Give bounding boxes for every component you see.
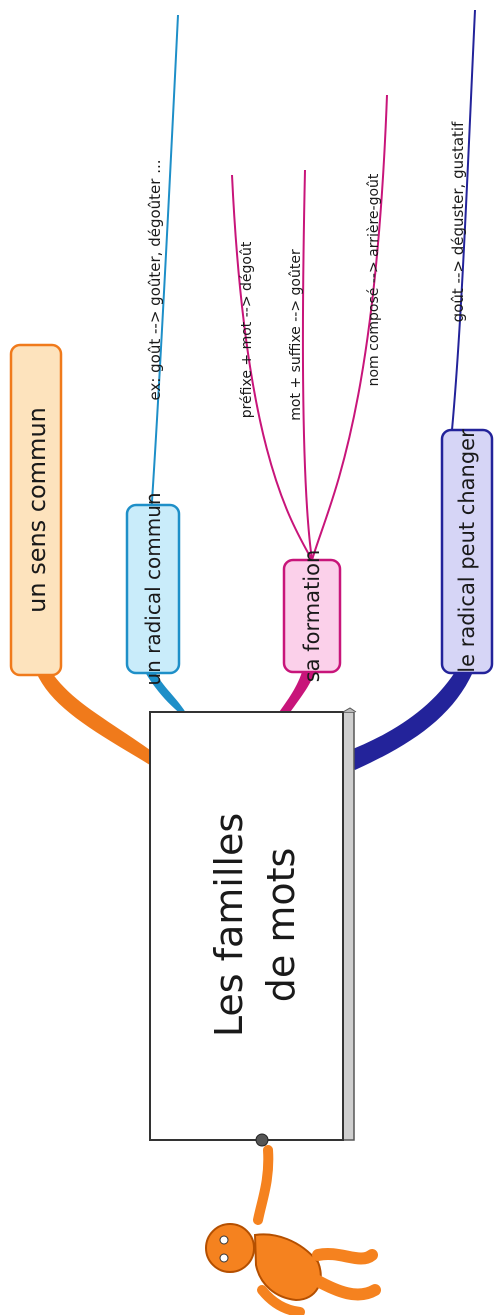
sub-branch-line-compose bbox=[311, 94, 388, 561]
central-title-line2: de mots bbox=[259, 848, 303, 1003]
central-board bbox=[149, 707, 357, 1141]
example-radical-change-text: goût --> déguster, gustatif bbox=[449, 121, 467, 322]
example-compose-text: nom composé --> arrière-goût bbox=[366, 173, 382, 386]
sub-branch-line-radical-change-example bbox=[451, 9, 476, 431]
sub-branch-line-prefixe bbox=[231, 174, 313, 561]
example-radical-text: ex: goût --> goûter, dégoûter ... bbox=[146, 159, 164, 400]
example-suffixe-text: mot + suffixe --> goûter bbox=[288, 249, 304, 421]
branch-connector-radical-change bbox=[345, 672, 473, 770]
category-label-radical-change: le radical peut changer bbox=[455, 429, 479, 673]
sub-branch-line-suffixe bbox=[301, 169, 313, 561]
example-prefixe-text: préfixe + mot --> dégoût bbox=[239, 241, 255, 418]
category-box-radical bbox=[125, 503, 181, 675]
category-label-radical: un radical commun bbox=[141, 492, 165, 685]
category-label-sens: un sens commun bbox=[23, 407, 51, 613]
category-box-formation bbox=[282, 558, 342, 674]
branch-connector-formation bbox=[275, 672, 315, 720]
category-label-formation: sa formation bbox=[300, 550, 324, 683]
central-title-line1: Les familles bbox=[207, 813, 251, 1037]
branch-connector-sens bbox=[36, 670, 150, 765]
category-box-radical-change bbox=[440, 428, 494, 675]
category-box-sens bbox=[9, 343, 63, 677]
sub-branch-line-radical-example bbox=[149, 14, 179, 531]
orange-figure-icon bbox=[205, 1133, 381, 1315]
